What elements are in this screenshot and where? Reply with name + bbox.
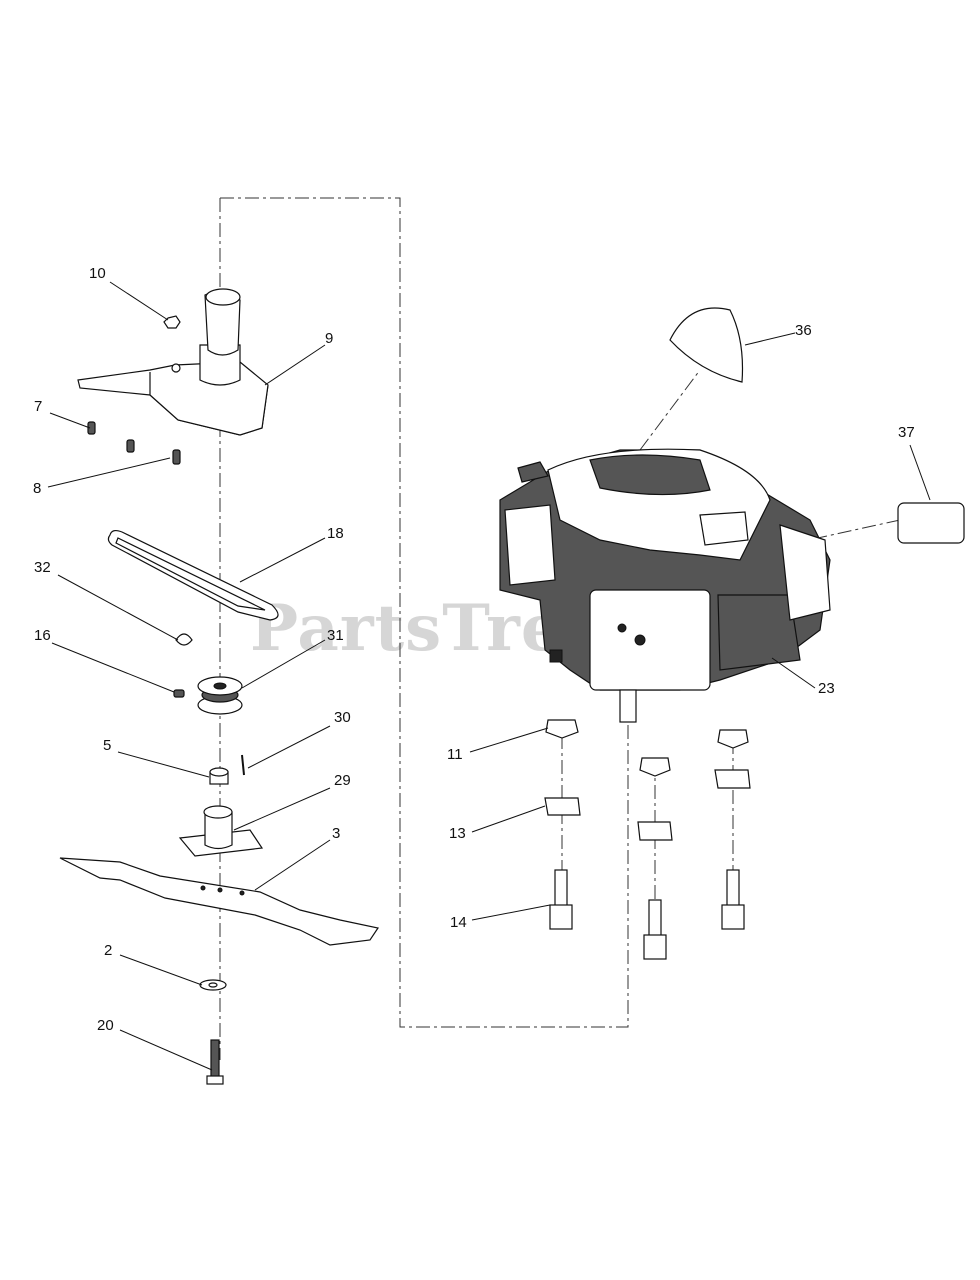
label-part-37 — [897, 502, 965, 544]
callout-14: 14 — [450, 914, 467, 931]
callout-5: 5 — [103, 737, 111, 754]
callout-13: 13 — [449, 825, 466, 842]
callout-8: 8 — [33, 480, 41, 497]
bolts-part-14 — [549, 869, 745, 960]
callout-31: 31 — [327, 627, 344, 644]
callout-9: 9 — [325, 330, 333, 347]
callout-36: 36 — [795, 322, 812, 339]
callout-18: 18 — [327, 525, 344, 542]
washer-part-2 — [199, 979, 227, 991]
callout-labels: 10 9 7 8 18 32 16 31 30 5 29 3 2 20 36 3… — [33, 265, 915, 1034]
callout-37: 37 — [898, 424, 915, 441]
callout-20: 20 — [97, 1017, 114, 1034]
callout-11: 11 — [447, 746, 463, 763]
screw-part-8 — [172, 449, 181, 465]
callout-32: 32 — [34, 559, 51, 576]
cover-part-36 — [669, 307, 744, 383]
spacer-plates-part-13 — [544, 769, 751, 841]
callout-2: 2 — [104, 942, 112, 959]
callout-7: 7 — [34, 398, 42, 415]
set-screw-part-16 — [173, 689, 185, 698]
blade-part-3 — [59, 857, 379, 946]
pulley-part-31 — [197, 676, 243, 715]
key-part-32 — [175, 633, 193, 646]
pin-part-30 — [241, 754, 245, 776]
callout-10: 10 — [89, 265, 106, 282]
nut-part-10 — [163, 315, 181, 329]
spindle-housing-part-9 — [77, 288, 269, 436]
bolt-part-20 — [206, 1039, 224, 1085]
callout-29: 29 — [334, 772, 351, 789]
spindle-part-29 — [178, 805, 264, 857]
callout-3: 3 — [332, 825, 340, 842]
callout-16: 16 — [34, 627, 51, 644]
spacer-part-5 — [209, 767, 229, 785]
callout-30: 30 — [334, 709, 351, 726]
belt-part-18 — [107, 529, 279, 621]
screws-part-7 — [87, 421, 135, 453]
leader-lines — [47, 281, 931, 1071]
flange-nuts-part-11 — [545, 719, 749, 777]
callout-23: 23 — [818, 680, 835, 697]
engine-part-23 — [499, 448, 831, 723]
